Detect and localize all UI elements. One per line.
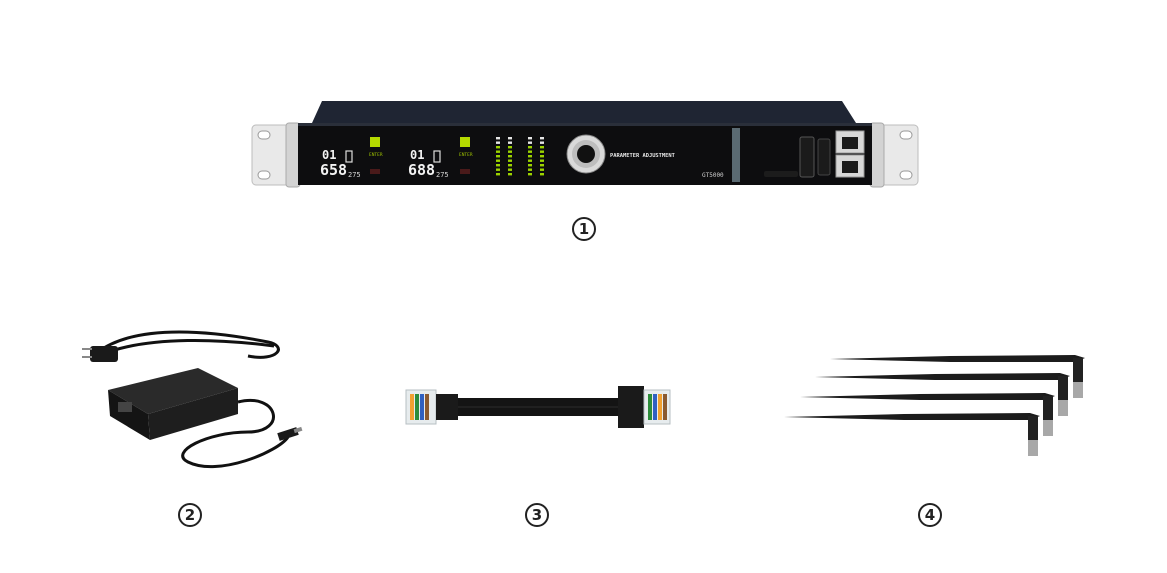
channel-1-frequency-sub: 275 (348, 171, 361, 179)
meter-segment (496, 173, 500, 176)
ethernet-cable-image (405, 386, 671, 428)
parameter-knob[interactable] (566, 134, 606, 174)
meter-segment (540, 141, 544, 144)
meter-segment (528, 159, 532, 162)
channel-1-signal-icon (370, 137, 380, 147)
meter-segment (508, 155, 512, 158)
ethernet-port-2[interactable] (835, 154, 865, 178)
channel-1-mute-button[interactable] (370, 169, 380, 174)
meter-segment (528, 141, 532, 144)
meter-segment (528, 168, 532, 171)
channel-2-enter-label: ENTER (459, 152, 473, 158)
meter-segment (540, 159, 544, 162)
antenna (830, 355, 1085, 398)
meter-segment (496, 155, 500, 158)
panel-divider (732, 128, 740, 182)
meter-segment (540, 146, 544, 149)
channel-1-number: 01 (322, 148, 336, 162)
meter-segment (508, 150, 512, 153)
antenna (784, 413, 1040, 456)
power-adapter-image (82, 330, 303, 469)
meter-segment (496, 146, 500, 149)
meter-segment (528, 173, 532, 176)
meter-segment (508, 168, 512, 171)
meter-segment (528, 146, 532, 149)
meter-segment (508, 173, 512, 176)
adapter-brick (108, 368, 238, 414)
meter-segment (496, 159, 500, 162)
rj45-connector-right (618, 386, 671, 428)
usb-port[interactable] (799, 136, 815, 178)
channel-2-signal-icon (460, 137, 470, 147)
meter-segment (528, 150, 532, 153)
meter-segment (496, 164, 500, 167)
display-slot (764, 171, 798, 177)
meter-segment (508, 141, 512, 144)
meter-segment (528, 155, 532, 158)
meter-segment (496, 150, 500, 153)
meter-segment (496, 137, 500, 140)
channel-1-enter-label: ENTER (369, 152, 383, 158)
channel-2-display: 01 688 275 ENTER (408, 137, 473, 179)
meter-segment (496, 141, 500, 144)
channel-2-frequency: 688 (408, 161, 435, 179)
antennas-image (784, 355, 1085, 456)
meter-segment (528, 164, 532, 167)
meter-segment (540, 173, 544, 176)
wall-plug (90, 346, 118, 362)
channel-1-display: 01 658 275 ENTER (320, 137, 383, 179)
meter-segment (528, 137, 532, 140)
meter-segment (540, 150, 544, 153)
meter-segment (540, 137, 544, 140)
antenna (800, 393, 1055, 436)
item-number-3: 3 (525, 503, 549, 527)
meter-segment (508, 137, 512, 140)
item-number-1: 1 (572, 217, 596, 241)
item-number-4: 4 (918, 503, 942, 527)
knob-label: PARAMETER ADJUSTMENT (610, 153, 676, 159)
meter-segment (496, 168, 500, 171)
channel-2-number: 01 (410, 148, 424, 162)
channel-2-frequency-sub: 275 (436, 171, 449, 179)
meter-segment (540, 168, 544, 171)
meter-segment (540, 164, 544, 167)
meter-segment (540, 155, 544, 158)
antenna (815, 373, 1070, 416)
level-meters (496, 137, 544, 176)
left-rack-ear (251, 122, 301, 188)
channel-2-battery-icon (433, 150, 441, 163)
model-name: GT5000 (702, 172, 724, 179)
rj45-connector-left (405, 389, 458, 425)
ethernet-port-1[interactable] (835, 130, 865, 154)
rack-receiver-image: 01 658 275 ENTER 01 688 275 ENTER PARAME… (251, 101, 919, 188)
meter-segment (508, 146, 512, 149)
channel-1-frequency: 658 (320, 161, 347, 179)
meter-segment (508, 164, 512, 167)
power-switch[interactable] (817, 138, 831, 176)
channel-1-battery-icon (345, 150, 353, 163)
right-rack-ear (869, 122, 919, 188)
item-number-2: 2 (178, 503, 202, 527)
channel-2-mute-button[interactable] (460, 169, 470, 174)
meter-segment (508, 159, 512, 162)
